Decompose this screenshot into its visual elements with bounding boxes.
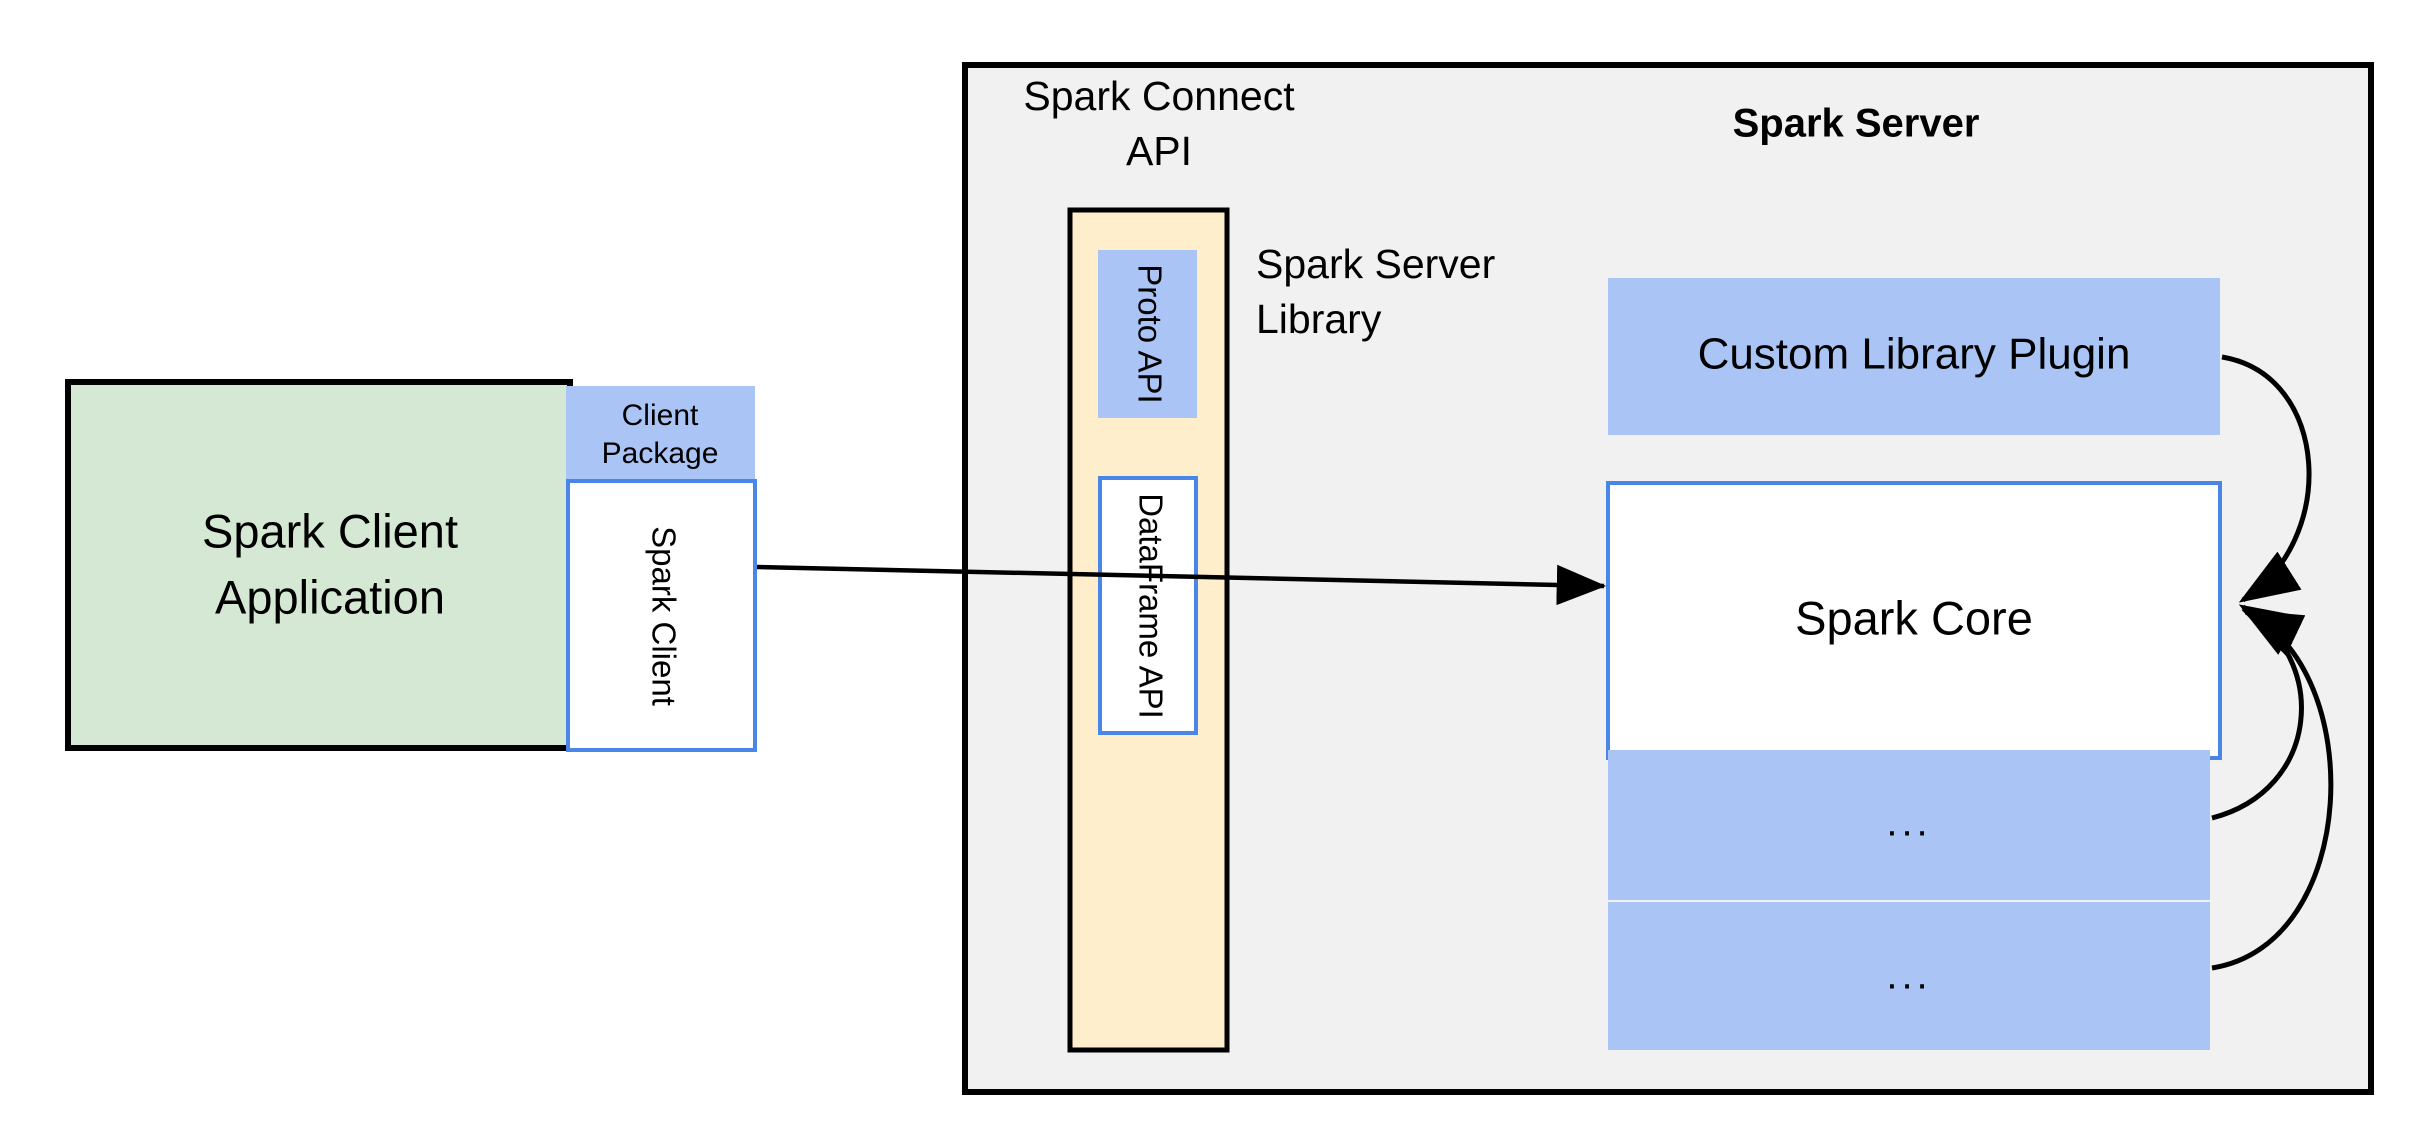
client-package-label-line1: Client xyxy=(622,399,699,432)
dataframe-api-box[interactable]: DataFrame API xyxy=(1098,476,1198,735)
spark-client-application-box[interactable]: Spark Client Application xyxy=(65,379,573,751)
ellipsis-box-1-label: ... xyxy=(1886,801,1931,845)
spark-server-library-label-line1: Spark Server xyxy=(1256,241,1495,287)
ellipsis-box-1-background xyxy=(1608,750,2210,900)
plugin-to-core-arrows xyxy=(2211,354,2334,971)
spark-client-label: Spark Client xyxy=(645,526,682,706)
ellipsis-box-2[interactable]: ... xyxy=(1608,902,2210,1050)
ellipsis-box-2-background xyxy=(1608,902,2210,1050)
spark-client-application-background xyxy=(65,379,573,751)
spark-connect-api-label-line1: Spark Connect xyxy=(1023,73,1295,119)
proto-api-box[interactable]: Proto API xyxy=(1098,250,1197,418)
spark-server-library-label: Spark Server Library xyxy=(1256,241,1495,342)
custom-library-plugin-label: Custom Library Plugin xyxy=(1698,330,2131,379)
spark-connect-api-label: Spark Connect API xyxy=(1023,73,1295,174)
spark-core-background xyxy=(1606,481,2222,760)
dataframe-api-label: DataFrame API xyxy=(1132,493,1169,719)
proto-api-label: Proto API xyxy=(1131,264,1168,403)
client-package-background xyxy=(566,386,755,479)
spark-client-box[interactable]: Spark Client xyxy=(566,479,757,752)
spark-client-background xyxy=(566,479,757,752)
custom-library-plugin-background xyxy=(1608,278,2220,435)
dataframe-api-box-background xyxy=(1098,476,1198,735)
client-package-label-line2: Package xyxy=(602,437,719,470)
arrow-ellipsis-2-to-spark-core xyxy=(2211,609,2334,971)
custom-library-plugin-box[interactable]: Custom Library Plugin xyxy=(1608,278,2220,435)
spark-server-title: Spark Server xyxy=(1733,102,1980,146)
ellipsis-box-1[interactable]: ... xyxy=(1608,750,2210,900)
arrow-custom-library-plugin-to-spark-core xyxy=(2221,354,2312,603)
ellipsis-box-2-label: ... xyxy=(1886,954,1931,998)
spark-server-library-label-line2: Library xyxy=(1256,296,1382,342)
proto-api-box-background xyxy=(1098,250,1197,418)
spark-client-application-label-line2: Application xyxy=(215,570,445,623)
client-package-box[interactable]: Client Package xyxy=(566,386,755,479)
spark-connect-api-label-line2: API xyxy=(1126,128,1192,174)
spark-server-library-column[interactable]: Proto API DataFrame API xyxy=(1067,207,1230,1053)
spark-client-application-label-line1: Spark Client xyxy=(202,504,458,557)
spark-core-label: Spark Core xyxy=(1795,591,2033,644)
arrow-spark-client-to-spark-core xyxy=(756,564,1607,606)
spark-core-box[interactable]: Spark Core xyxy=(1606,481,2222,760)
